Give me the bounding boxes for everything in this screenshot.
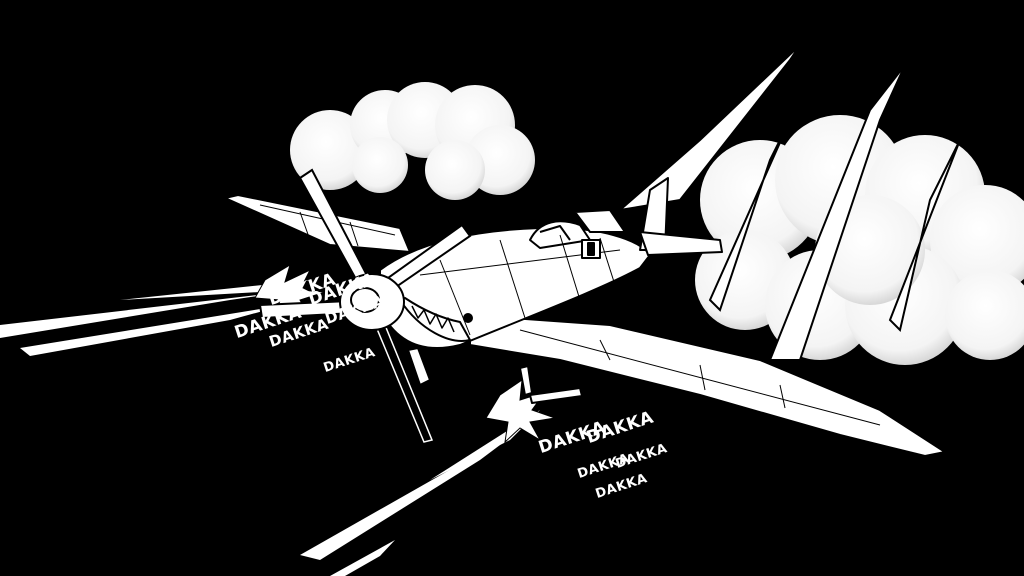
speed-line-icon — [616, 44, 961, 361]
propeller-icon — [258, 168, 472, 443]
cloud-icon — [290, 82, 535, 200]
cloud-icon — [695, 115, 1024, 365]
speed-line-icon — [0, 280, 540, 576]
fighter-plane-icon — [224, 177, 946, 457]
